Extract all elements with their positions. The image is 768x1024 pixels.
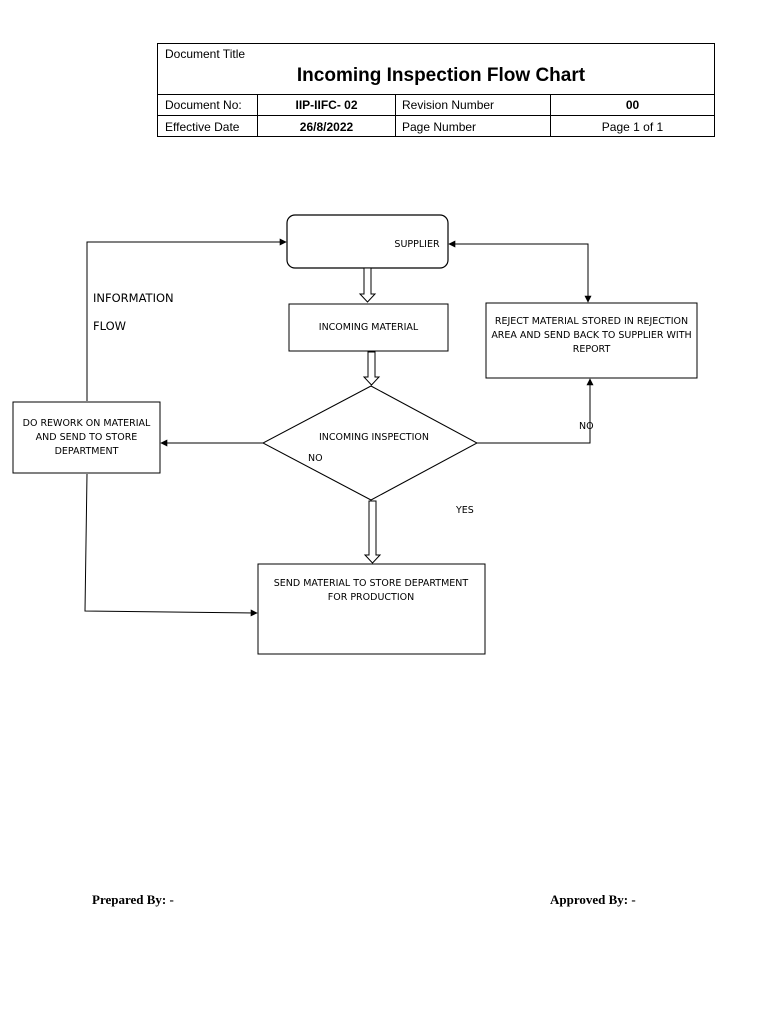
reject-material-label: REJECT MATERIAL STORED IN REJECTION AREA…: [491, 316, 692, 355]
document-title-label: Document Title: [165, 47, 246, 61]
page-number-label: Page Number: [396, 116, 551, 137]
send-store-box: [257, 563, 486, 655]
effective-date-value: 26/8/2022: [258, 116, 396, 137]
header-row-document-no: Document No: IIP-IIFC- 02 Revision Numbe…: [158, 95, 714, 116]
connector-rework-to-supplier: [86, 238, 287, 401]
flow-label: FLOW: [93, 319, 127, 333]
arrow-supplier-to-material: [358, 267, 377, 303]
arrow-inspection-to-store: [363, 500, 382, 564]
page-number-value: Page 1 of 1: [601, 119, 664, 134]
document-no-label: Document No:: [158, 95, 258, 115]
title-row: Document Title Incoming Inspection Flow …: [158, 44, 714, 95]
incoming-material-label: INCOMING MATERIAL: [318, 322, 419, 333]
incoming-material-box: [288, 303, 449, 352]
document-no-value: IIP-IIFC- 02: [258, 95, 396, 115]
inspection-decision-diamond: [261, 385, 479, 501]
revision-number-label: Revision Number: [396, 95, 551, 115]
yes-label: YES: [456, 505, 474, 516]
incoming-inspection-label: INCOMING INSPECTION: [319, 432, 429, 443]
revision-number-value: 00: [625, 98, 640, 112]
information-label: INFORMATION: [93, 291, 174, 305]
supplier-label: SUPPLIER: [394, 239, 440, 250]
reject-material-box: [485, 302, 698, 379]
connector-rework-to-store: [84, 473, 258, 617]
document-header-table: Document Title Incoming Inspection Flow …: [157, 43, 715, 137]
effective-date-label: Effective Date: [158, 116, 258, 137]
rework-box: [12, 401, 161, 474]
send-store-label: SEND MATERIAL TO STORE DEPARTMENT FOR PR…: [273, 578, 469, 603]
approved-by: Approved By: -: [550, 892, 636, 907]
connector-no-to-reject: [477, 378, 594, 444]
rework-label: DO REWORK ON MATERIAL AND SEND TO STORE …: [22, 418, 151, 457]
no-label-right: NO: [579, 421, 594, 432]
no-label-left: NO: [308, 453, 323, 464]
document-title: Incoming Inspection Flow Chart: [296, 65, 586, 86]
prepared-by: Prepared By: -: [92, 892, 174, 907]
arrow-material-to-inspection: [362, 351, 381, 386]
header-row-effective-date: Effective Date 26/8/2022 Page Number Pag…: [158, 116, 714, 137]
connector-supplier-reject: [448, 240, 592, 303]
